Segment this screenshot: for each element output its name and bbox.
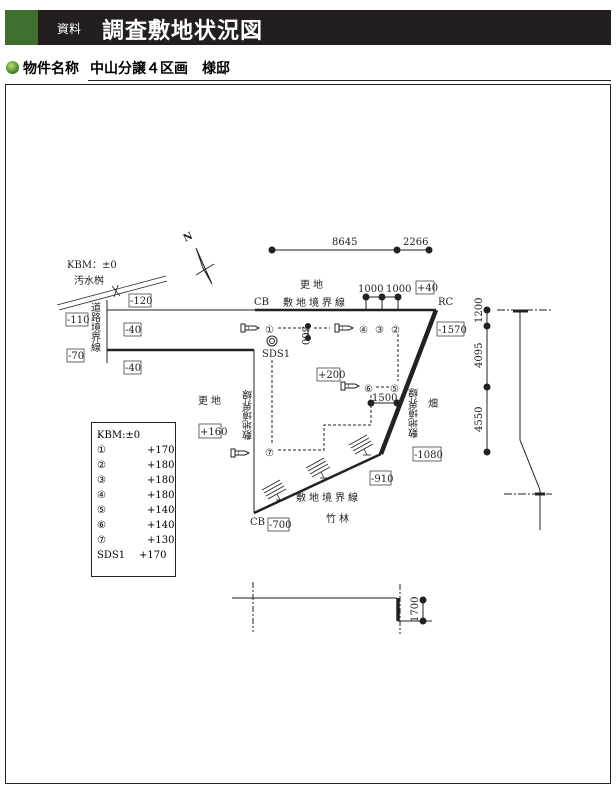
dim-1000-b: 1000 (386, 284, 411, 295)
bottom-section (232, 582, 432, 634)
legend-level: +140 (147, 505, 175, 516)
svg-text:-1080: -1080 (414, 450, 443, 461)
legend-row: ① +170 (97, 443, 175, 458)
legend-point: ⑥ (97, 520, 106, 531)
legend-row: ⑥ +140 (97, 518, 175, 533)
camera-icon (340, 381, 360, 391)
property-name: 中山分譲４区画 様邸 (88, 58, 611, 81)
dim-4550: 4550 (474, 407, 485, 432)
svg-text:⑤: ⑤ (390, 384, 399, 395)
dim-1000-a: 1000 (358, 284, 383, 295)
cb-top-label: CB (254, 297, 269, 308)
svg-text:+200: +200 (318, 370, 345, 381)
manhole-label: 汚水桝 (74, 274, 104, 287)
legend-level: +180 (147, 460, 175, 471)
dim-300-label: 300 (299, 326, 310, 345)
dim-2266: 2266 (403, 237, 428, 248)
svg-text:-40: -40 (125, 325, 141, 336)
legend-point: SDS1 (97, 550, 126, 561)
legend-title: KBM:±0 (97, 430, 141, 441)
legend-row: ⑤ +140 (97, 503, 175, 518)
svg-text:-1570: -1570 (438, 325, 467, 336)
rc-label: RC (438, 297, 454, 308)
boundary-label-left: 敷地境界線 (243, 390, 255, 441)
dim-4095: 4095 (474, 343, 485, 368)
svg-text:-110: -110 (67, 315, 89, 326)
dim-1500-label: 1500 (372, 393, 397, 404)
header-bar: 資料 調査敷地状況図 (5, 10, 611, 45)
legend-point: ② (97, 460, 106, 471)
kbm-label: KBM：±0 (67, 260, 117, 271)
svg-text:-70: -70 (68, 351, 84, 362)
header-accent (5, 10, 38, 45)
legend-level: +180 (147, 490, 175, 501)
page-title: 調査敷地状況図 (102, 19, 264, 44)
dim-300 (305, 323, 311, 341)
boundary-label-right: 敷地境界線 (409, 388, 421, 439)
legend-point: ④ (97, 490, 106, 501)
legend-point: ① (97, 445, 106, 456)
dim-8645: 8645 (332, 237, 357, 248)
dim-1000 (362, 293, 402, 310)
boundary-label-top: 敷地境界線 (283, 296, 348, 309)
svg-text:-40: -40 (125, 363, 141, 374)
sds-point-icon (266, 335, 278, 347)
svg-text:-700: -700 (269, 520, 291, 531)
svg-text:-910: -910 (371, 474, 393, 485)
cb-bottom-label: CB (250, 517, 265, 528)
legend-row: ② +180 (97, 458, 175, 473)
legend-level: +170 (139, 550, 167, 561)
survey-points: ① ② ③ ④ ⑤ ⑥ ⑦ (265, 325, 400, 459)
svg-text:⑥: ⑥ (364, 384, 373, 395)
bullet-icon (6, 61, 19, 74)
bamboo-label: 竹林 (326, 512, 352, 525)
legend-level: +170 (147, 445, 175, 456)
boundary-label-bottom: 敷地境界線 (296, 491, 361, 504)
drain-route (271, 327, 399, 451)
legend-point: ⑦ (97, 535, 106, 546)
svg-text:N: N (182, 231, 195, 245)
property-row: 物件名称 中山分譲４区画 様邸 (5, 56, 611, 81)
sds-label: SDS1 (262, 349, 290, 360)
svg-text:④: ④ (359, 325, 368, 336)
legend-box: KBM:±0 ① +170 ② +180 ③ +180 ④ +180 ⑤ +140 ⑥ +140 ⑦ +1… (91, 422, 176, 577)
svg-text:+160: +160 (200, 427, 227, 438)
svg-text:③: ③ (375, 325, 384, 336)
legend-level: +180 (147, 475, 175, 486)
vacant-label-top: 更地 (300, 278, 326, 291)
svg-text:-120: -120 (130, 296, 152, 307)
right-section (483, 306, 552, 530)
level-boxes: -120 -110 -40 -70 -40 +40 -1570 +200 +16… (65, 280, 467, 532)
legend-point: ⑤ (97, 505, 106, 516)
road-boundary-label: 道路境界線 (89, 301, 101, 352)
sewer-pipe (56, 275, 168, 311)
top-dimension (268, 246, 433, 254)
legend-row: SDS1 +170 (97, 548, 175, 563)
camera-icon (230, 448, 250, 458)
svg-text:⑦: ⑦ (265, 448, 274, 459)
legend-point: ③ (97, 475, 106, 486)
dim-1700: 1700 (410, 597, 421, 622)
vacant-label-left: 更地 (198, 394, 224, 407)
svg-text:①: ① (265, 325, 274, 336)
svg-text:+40: +40 (417, 283, 438, 294)
field-label: 畑 (428, 397, 438, 410)
legend-level: +140 (147, 520, 175, 531)
svg-text:②: ② (391, 325, 400, 336)
legend-level: +130 (147, 535, 175, 546)
legend-row: ⑦ +130 (97, 533, 175, 548)
legend-row: ③ +180 (97, 473, 175, 488)
camera-icon (334, 323, 354, 333)
site-boundary (106, 300, 439, 515)
north-arrow-icon: N (182, 231, 215, 285)
dim-1500 (367, 399, 401, 407)
diagram-frame (5, 84, 611, 784)
camera-icon (240, 323, 260, 333)
legend-row: ④ +180 (97, 488, 175, 503)
property-label: 物件名称 (23, 61, 79, 77)
header-tag: 資料 (57, 22, 82, 36)
dim-1200: 1200 (474, 298, 485, 323)
